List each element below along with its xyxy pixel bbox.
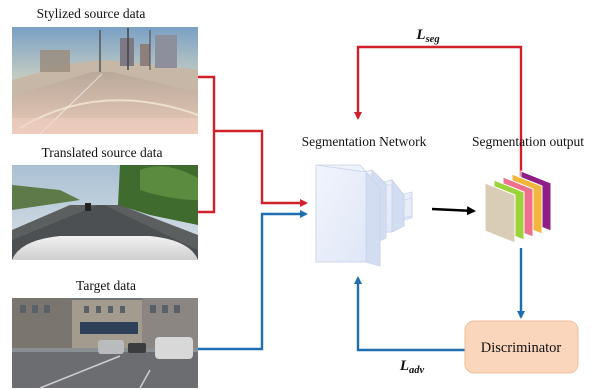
translated-source-image: [12, 165, 198, 260]
stylized-to-network-line: [198, 75, 216, 214]
target-label: Target data: [76, 278, 136, 293]
output-layer-1: [484, 182, 516, 244]
stylized-source-label: Stylized source data: [37, 6, 146, 21]
source-arrows: [198, 75, 308, 214]
adv-loss-label: Ladv: [399, 358, 425, 376]
adv-loss-symbol: L: [399, 358, 409, 374]
source-to-network-arrow: [214, 129, 308, 207]
discriminator-label: Discriminator: [481, 340, 562, 356]
segmentation-network-label: Segmentation Network: [302, 134, 427, 149]
target-image: [12, 298, 198, 389]
segmentation-output-label: Segmentation output: [472, 134, 584, 149]
segmentation-output-stack: [484, 170, 552, 244]
target-arrows: [198, 210, 525, 352]
stylized-source-image: [12, 27, 199, 135]
seg-loss-subscript: seg: [425, 34, 440, 45]
translated-source-label: Translated source data: [42, 145, 163, 160]
seg-loss-label: Lseg: [415, 27, 439, 45]
discriminator-to-network-arrow: [354, 276, 465, 352]
discriminator-box: [464, 320, 579, 374]
segmentation-network-icon: [315, 164, 413, 267]
seg-loss-symbol: L: [415, 27, 425, 43]
adv-loss-subscript: adv: [409, 365, 425, 376]
network-to-output-arrow: [431, 206, 476, 216]
target-to-network-arrow: [198, 210, 308, 351]
seg-loss-arrow: [354, 45, 523, 178]
